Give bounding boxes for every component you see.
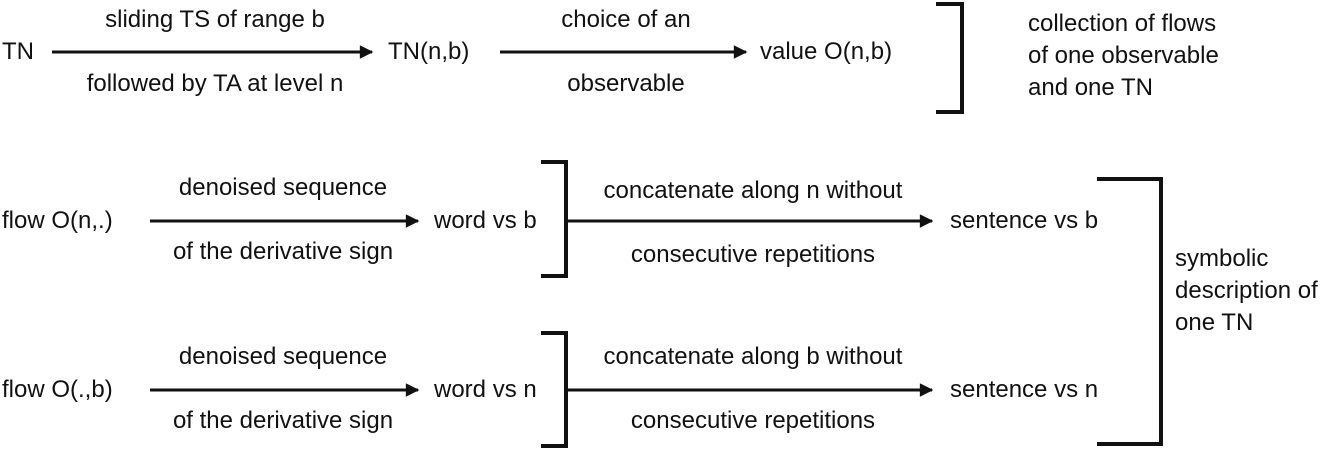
label-followed-by-ta: followed by TA at level n bbox=[86, 70, 344, 97]
note-collection-line2: of one observable bbox=[1028, 42, 1219, 69]
node-sentence-vs-b: sentence vs b bbox=[950, 207, 1099, 234]
label-choice-of-an: choice of an bbox=[561, 6, 691, 33]
label-concatenate-b: concatenate along b without bbox=[603, 343, 903, 370]
label-sliding-ts: sliding TS of range b bbox=[105, 6, 325, 33]
node-flow-b: flow O(.,b) bbox=[2, 376, 113, 403]
node-tn: TN bbox=[2, 38, 34, 65]
note-symbolic-line2: description of bbox=[1175, 277, 1318, 304]
label-concatenate-n: concatenate along n without bbox=[603, 177, 903, 204]
label-derivative-b: of the derivative sign bbox=[172, 238, 394, 265]
label-derivative-n: of the derivative sign bbox=[172, 407, 394, 434]
label-consecutive-b: consecutive repetitions bbox=[630, 241, 876, 268]
node-value: value O(n,b) bbox=[760, 38, 893, 65]
bracket-word-b bbox=[541, 160, 568, 278]
note-collection-line3: and one TN bbox=[1028, 74, 1153, 101]
note-symbolic-line3: one TN bbox=[1175, 309, 1254, 336]
label-denoised-n: denoised sequence bbox=[178, 343, 388, 370]
node-flow-n: flow O(n,.) bbox=[2, 207, 113, 234]
node-tn-nb: TN(n,b) bbox=[388, 38, 470, 65]
note-symbolic-line1: symbolic bbox=[1175, 245, 1269, 272]
note-collection-line1: collection of flows bbox=[1028, 10, 1217, 37]
node-word-vs-b: word vs b bbox=[434, 207, 537, 234]
node-word-vs-n: word vs n bbox=[434, 376, 537, 403]
bracket-symbolic bbox=[1097, 177, 1163, 446]
label-consecutive-n: consecutive repetitions bbox=[630, 407, 876, 434]
label-denoised-b: denoised sequence bbox=[178, 174, 388, 201]
bracket-collection bbox=[936, 2, 964, 114]
node-sentence-vs-n: sentence vs n bbox=[950, 376, 1099, 403]
label-observable: observable bbox=[567, 70, 685, 97]
bracket-word-n bbox=[541, 331, 568, 448]
